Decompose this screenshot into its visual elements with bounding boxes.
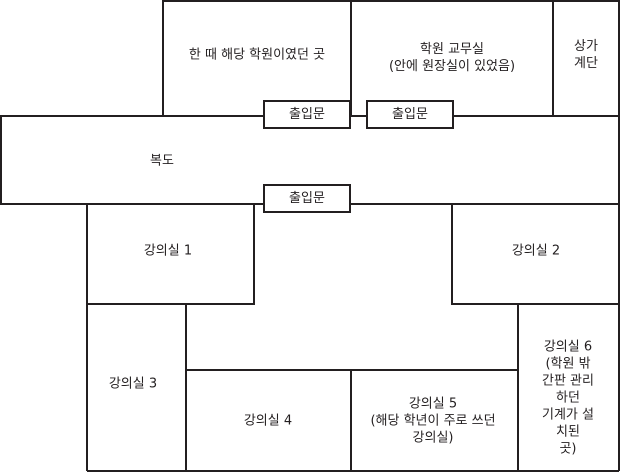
classroom-2: 강의실 2 <box>511 243 561 259</box>
door-2-box <box>366 100 454 129</box>
classroom-1: 강의실 1 <box>143 243 193 259</box>
classroom-5: 강의실 5 (해당 학년이 주로 쓰던 강의실) <box>370 396 496 446</box>
door-1-box <box>263 100 351 129</box>
door-1-label: 출입문 <box>289 107 325 122</box>
door-2-label: 출입문 <box>392 107 428 122</box>
corridor-label: 복도 <box>150 153 174 169</box>
room-academy-office: 학원 교무실 (안에 원장실이 있었음) <box>388 42 516 74</box>
classroom-2-box <box>451 203 620 305</box>
room-stairs: 상가 계단 <box>574 39 598 71</box>
room-former-academy: 한 때 해당 학원이였던 곳 <box>188 47 326 63</box>
door-3-box <box>263 184 351 213</box>
classroom-4: 강의실 4 <box>243 413 293 429</box>
classroom-6: 강의실 6 (학원 밖 간판 관리하던 기계가 설치된 곳) <box>542 339 594 457</box>
door-3-label: 출입문 <box>289 191 325 206</box>
classroom-1-box <box>86 203 255 305</box>
classroom-3: 강의실 3 <box>108 376 158 392</box>
